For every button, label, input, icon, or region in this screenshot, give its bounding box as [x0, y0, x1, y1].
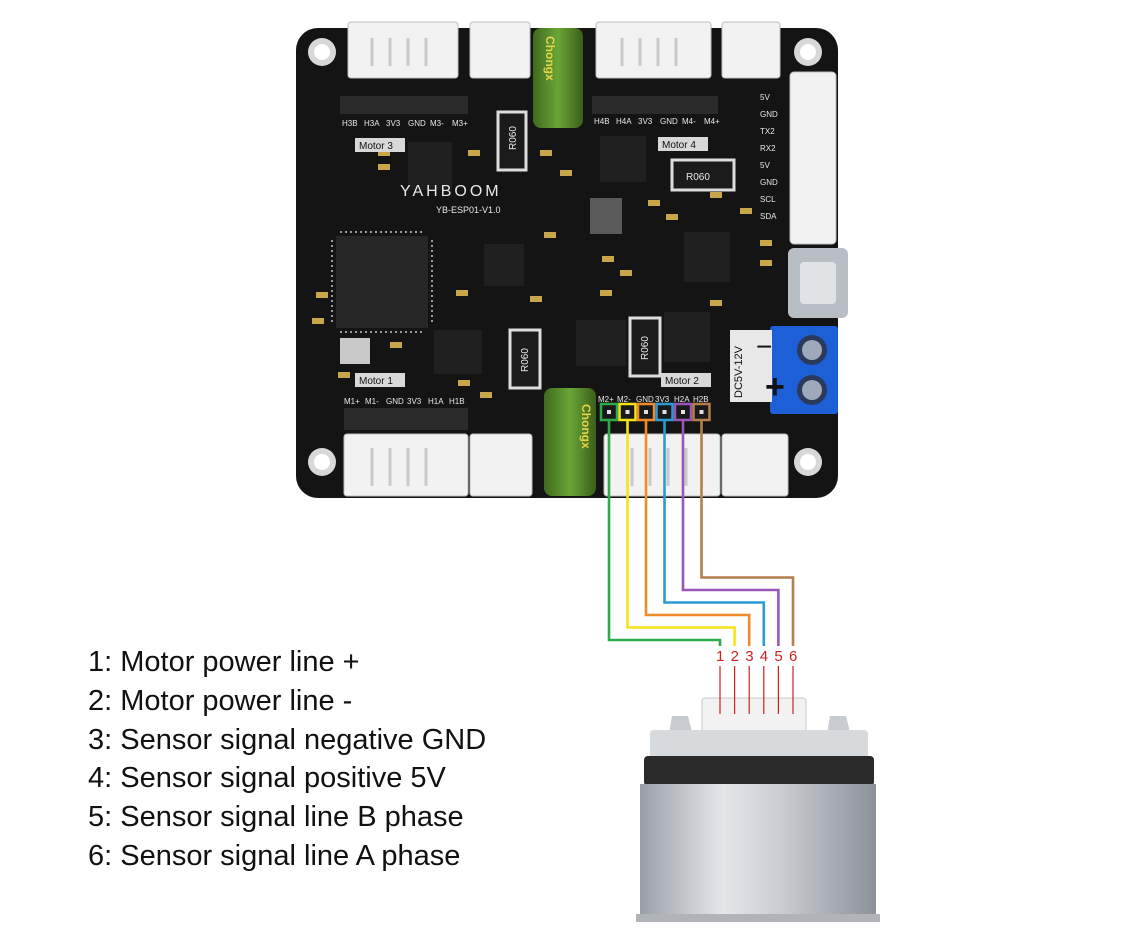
- header-top-right-label-3: GND: [660, 117, 678, 126]
- header-top-right-labels: H4B H4A 3V3 GND M4- M4+: [594, 117, 720, 126]
- header-top-left-label-2: 3V3: [386, 119, 401, 128]
- header-top-left-label-5: M3+: [452, 119, 468, 128]
- header-top-right-label-5: M4+: [704, 117, 720, 126]
- control-board: + − DC5V-12V Chongx Chongx: [296, 21, 848, 498]
- header-bottom-right-label-4: H2A: [674, 395, 690, 404]
- side-label-5: GND: [760, 178, 778, 187]
- header-top-left-label-3: GND: [408, 119, 426, 128]
- side-label-4: 5V: [760, 161, 770, 170]
- power-label: DC5V-12V: [733, 345, 745, 398]
- wire-2: [626, 420, 736, 646]
- capacitor-top: Chongx: [533, 28, 583, 128]
- wire-4: [663, 420, 766, 646]
- wiring: [599, 402, 795, 646]
- minus-symbol: −: [756, 331, 772, 362]
- wire-5: [681, 420, 780, 646]
- header-bottom-left-label-1: M1-: [365, 397, 379, 406]
- side-label-2: TX2: [760, 127, 775, 136]
- header-bottom-left-label-0: M1+: [344, 397, 360, 406]
- header-top-right-label-2: 3V3: [638, 117, 653, 126]
- header-top-left-label-1: H3A: [364, 119, 380, 128]
- resistor-label-2: R060: [686, 172, 710, 183]
- header-top-right-label-4: M4-: [682, 117, 696, 126]
- motor-4-label: Motor 4: [662, 140, 696, 151]
- side-connectors: [788, 71, 848, 318]
- header-top-left-label-0: H3B: [342, 119, 358, 128]
- legend-item-4: 4: Sensor signal positive 5V: [88, 762, 446, 795]
- side-label-3: RX2: [760, 144, 776, 153]
- header-bottom-left-label-5: H1B: [449, 397, 465, 406]
- pin-number-5: 5: [774, 648, 782, 665]
- motor-labels: Motor 1 Motor 2 Motor 3 Motor 4: [355, 137, 711, 387]
- wire-3: [644, 420, 751, 646]
- side-label-6: SCL: [760, 195, 776, 204]
- side-label-7: SDA: [760, 212, 777, 221]
- resistor-label-3: R060: [640, 336, 651, 360]
- legend-item-5: 5: Sensor signal line B phase: [88, 801, 464, 834]
- motor-3-label: Motor 3: [359, 141, 393, 152]
- capacitor-brand-top: Chongx: [543, 36, 557, 81]
- pin-legend: 1: Motor power line + 2: Motor power lin…: [88, 643, 486, 876]
- legend-item-3: 3: Sensor signal negative GND: [88, 723, 487, 756]
- header-bottom-right-label-3: 3V3: [655, 395, 670, 404]
- motor-2-label: Motor 2: [665, 376, 699, 387]
- pin-headers-bottom: [344, 408, 468, 430]
- header-bottom-right-label-0: M2+: [598, 395, 614, 404]
- header-top-left-label-4: M3-: [430, 119, 444, 128]
- board-brand: YAHBOOM: [400, 183, 502, 200]
- header-bottom-right-label-5: H2B: [693, 395, 709, 404]
- header-top-right-label-1: H4A: [616, 117, 632, 126]
- header-top-right-label-0: H4B: [594, 117, 610, 126]
- top-connectors: [347, 21, 781, 79]
- header-bottom-left-label-4: H1A: [428, 397, 444, 406]
- header-bottom-left-label-3: 3V3: [407, 397, 422, 406]
- pin-number-4: 4: [760, 648, 768, 665]
- plus-symbol: +: [765, 368, 785, 406]
- board-model: YB-ESP01-V1.0: [436, 205, 501, 215]
- shunt-resistors: R060 R060 R060 R060: [496, 110, 736, 390]
- capacitor-bottom: Chongx: [544, 388, 596, 496]
- pin-headers-top: [340, 96, 718, 114]
- legend-item-6: 6: Sensor signal line A phase: [88, 839, 461, 872]
- encoder-motor: [636, 697, 880, 922]
- pin-number-1: 1: [716, 648, 724, 665]
- header-top-left-labels: H3B H3A 3V3 GND M3- M3+: [342, 119, 468, 128]
- capacitor-brand-bottom: Chongx: [579, 404, 593, 449]
- wire-1: [607, 420, 722, 646]
- pin-number-3: 3: [745, 648, 753, 665]
- header-bottom-left-label-2: GND: [386, 397, 404, 406]
- header-bottom-right-label-1: M2-: [617, 395, 631, 404]
- pin-number-6: 6: [789, 648, 797, 665]
- power-terminal: + − DC5V-12V: [730, 326, 838, 414]
- legend-item-2: 2: Motor power line -: [88, 684, 353, 717]
- smd-parts: [312, 150, 772, 398]
- motor-1-label: Motor 1: [359, 376, 393, 387]
- resistor-label-1: R060: [508, 126, 519, 150]
- side-label-1: GND: [760, 110, 778, 119]
- header-bottom-right-label-2: GND: [636, 395, 654, 404]
- pin-number-2: 2: [731, 648, 739, 665]
- chips: [331, 136, 730, 374]
- motor-connector: [701, 697, 807, 733]
- legend-item-1: 1: Motor power line +: [88, 646, 360, 678]
- mounting-holes: [308, 38, 822, 476]
- wire-6: [700, 420, 795, 646]
- resistor-label-4: R060: [520, 348, 531, 372]
- side-label-0: 5V: [760, 93, 770, 102]
